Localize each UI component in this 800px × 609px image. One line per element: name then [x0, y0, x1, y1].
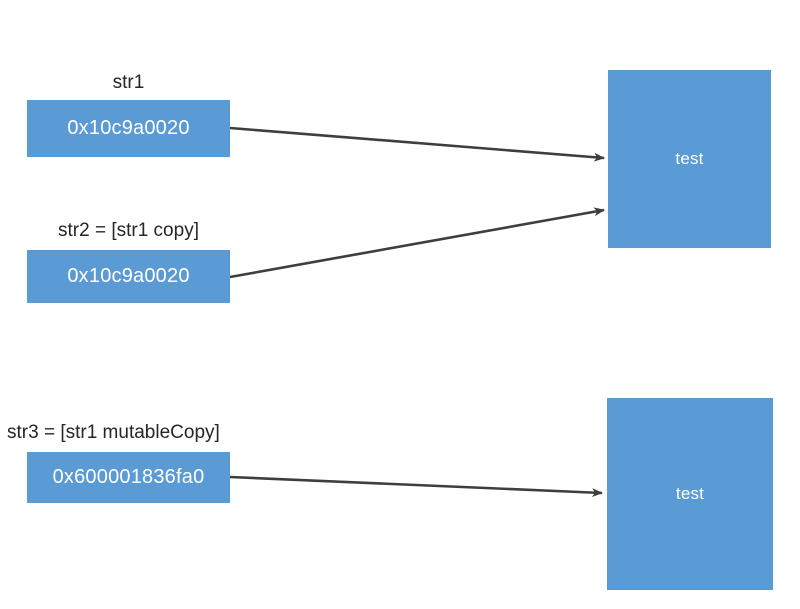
variable-label-str3: str3 = [str1 mutableCopy] — [7, 422, 220, 443]
arrow-str3-to-target2 — [229, 475, 603, 498]
address-box-str2: 0x10c9a0020 — [27, 250, 230, 303]
variable-label-str1: str1 — [112, 72, 145, 93]
arrow-str2-to-target1 — [229, 207, 605, 279]
address-box-str1: 0x10c9a0020 — [27, 100, 230, 157]
address-box-str3: 0x600001836fa0 — [27, 452, 230, 503]
target-object-box-1: test — [608, 70, 771, 248]
arrow-str1-to-target1 — [229, 126, 605, 162]
target-object-box-2: test — [607, 398, 773, 590]
variable-label-str2: str2 = [str1 copy] — [58, 220, 199, 241]
